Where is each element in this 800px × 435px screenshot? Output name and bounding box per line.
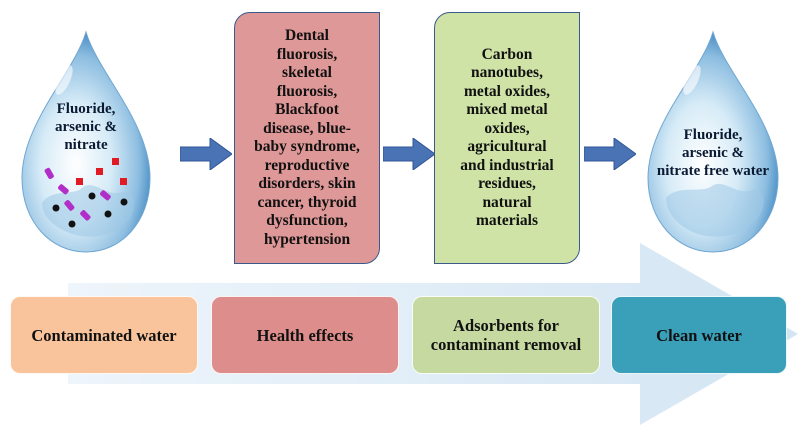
contaminated-drop-label: Fluoride, arsenic & nitrate (54, 101, 118, 153)
right-arrow-icon (180, 138, 232, 170)
right-arrow-icon (584, 138, 636, 170)
stage-contaminated-water: Contaminated water (10, 296, 198, 374)
stage-adsorbents: Adsorbents for contaminant removal (412, 296, 600, 374)
contaminant-particles-icon (44, 158, 128, 228)
adsorbents-box: Carbon nanotubes, metal oxides, mixed me… (434, 12, 580, 264)
stage-clean-water: Clean water (611, 296, 787, 374)
contaminated-water-drop-icon (21, 30, 151, 253)
stage-health-effects: Health effects (211, 296, 399, 374)
right-arrow-icon (383, 138, 435, 170)
clean-drop-label: Fluoride, arsenic & nitrate free water (656, 127, 770, 179)
health-effects-box: Dental fluorosis, skeletal fluorosis, Bl… (234, 12, 380, 264)
clean-water-drop-icon (647, 30, 779, 253)
